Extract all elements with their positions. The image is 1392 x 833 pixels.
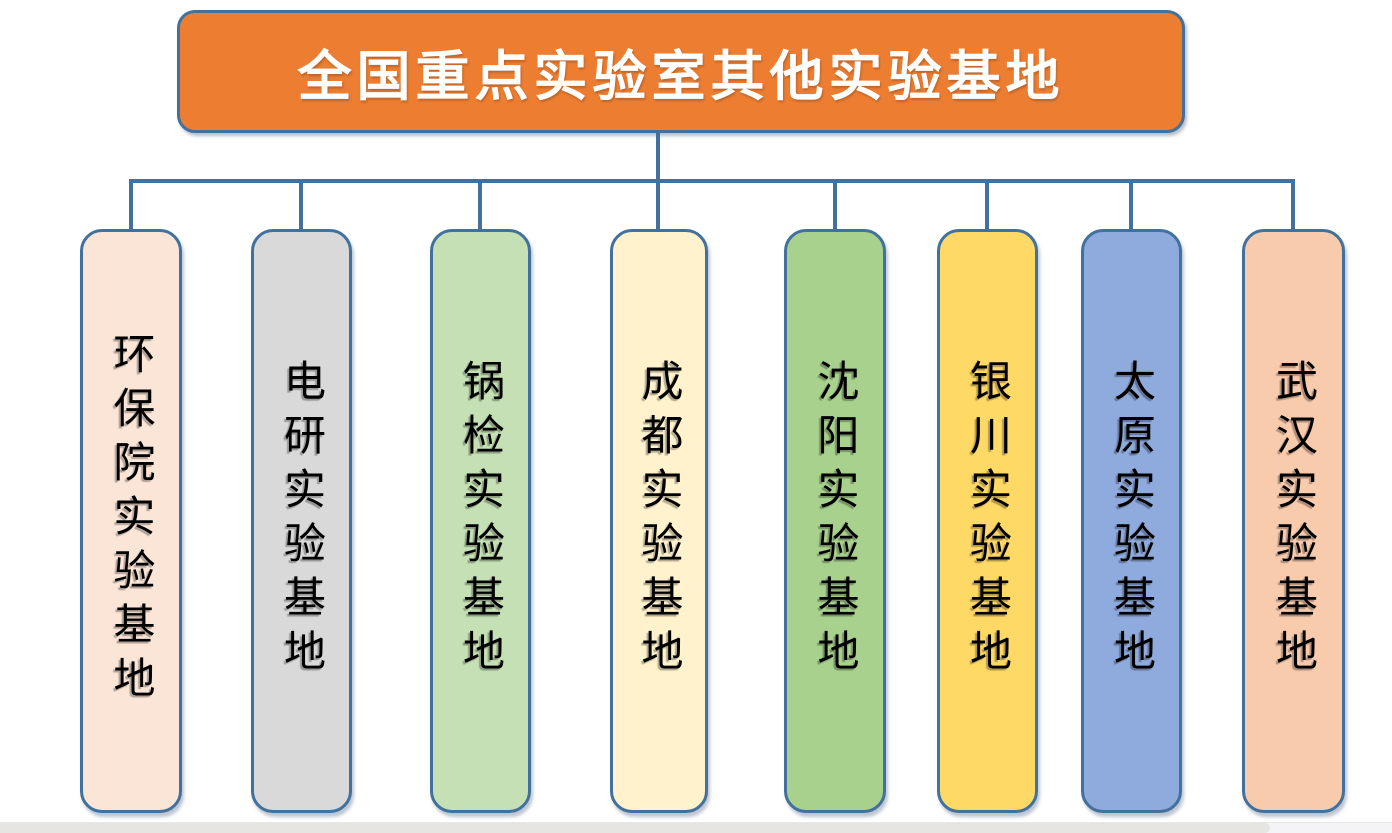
- node-guojian-base: 锅检实验基地: [430, 229, 531, 813]
- node-yinchuan-base: 银川实验基地: [937, 229, 1038, 813]
- horizontal-scrollbar-track: [0, 822, 1392, 833]
- node-label: 银川实验基地: [964, 359, 1012, 683]
- node-label: 成都实验基地: [636, 359, 683, 683]
- connector-stub-5: [833, 181, 837, 231]
- node-dianyan-base: 电研实验基地: [251, 229, 352, 813]
- node-label: 太原实验基地: [1108, 359, 1156, 683]
- node-taiyuan-base: 太原实验基地: [1081, 229, 1182, 813]
- node-huanbaoyuan-base: 环保院实验基地: [80, 229, 182, 813]
- node-label: 环保院实验基地: [108, 332, 155, 710]
- node-wuhan-base: 武汉实验基地: [1242, 229, 1345, 813]
- node-label: 沈阳实验基地: [812, 359, 859, 683]
- node-label: 电研实验基地: [278, 359, 326, 683]
- horizontal-scrollbar-thumb[interactable]: [0, 823, 1270, 833]
- root-node-title-box: 全国重点实验室其他实验基地: [177, 10, 1185, 133]
- connector-stub-3: [478, 181, 482, 231]
- connector-horizontal-rail: [129, 179, 1295, 183]
- connector-stub-7: [1129, 181, 1133, 231]
- chart-title: 全国重点实验室其他实验基地: [297, 47, 1065, 107]
- node-label: 锅检实验基地: [457, 359, 505, 683]
- connector-stub-1: [129, 181, 133, 231]
- node-shenyang-base: 沈阳实验基地: [784, 229, 886, 813]
- connector-stub-8: [1291, 181, 1295, 231]
- connector-stub-2: [299, 181, 303, 231]
- connector-stub-6: [985, 181, 989, 231]
- node-label: 武汉实验基地: [1270, 359, 1318, 683]
- node-chengdu-base: 成都实验基地: [610, 229, 708, 813]
